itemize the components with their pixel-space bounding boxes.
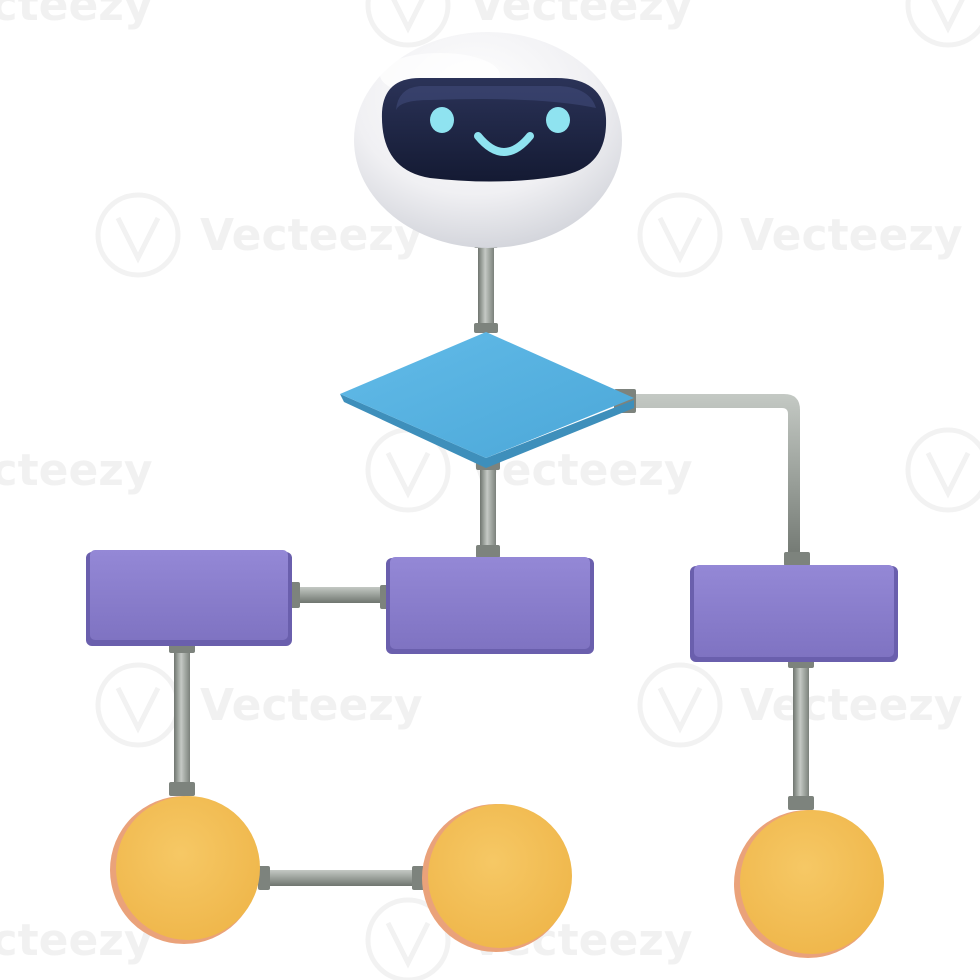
terminal-circle	[740, 810, 884, 954]
watermark-logo	[637, 192, 723, 278]
connector-robot-to-decision	[478, 240, 494, 332]
watermark-text: Vecteezy	[200, 680, 423, 731]
watermark-logo	[95, 192, 181, 278]
watermark-logo	[905, 0, 980, 48]
watermark-logo	[365, 0, 451, 48]
decision-diamond	[340, 332, 634, 458]
watermark-layer	[95, 0, 980, 980]
watermark-logo	[365, 897, 451, 980]
watermark-logo	[95, 662, 181, 748]
process-node-center	[386, 557, 594, 654]
process-box	[90, 550, 288, 640]
connector-cap	[788, 796, 814, 810]
connector-cap	[474, 323, 498, 333]
robot-smile	[474, 132, 534, 156]
process-node-right	[690, 565, 898, 662]
robot-head-icon	[354, 32, 622, 248]
robot-right-eye	[546, 107, 570, 133]
decision-diamond-side	[340, 394, 634, 468]
watermark-logo	[905, 427, 980, 513]
watermark-text: Vecteezy	[740, 210, 963, 261]
watermark-logo	[637, 662, 723, 748]
connector-terminal-left-to-center	[262, 870, 430, 886]
connector-layer	[169, 238, 814, 890]
watermark-text: Vecteezy	[0, 0, 153, 31]
connector-cap	[476, 545, 500, 558]
watermark-text: Vecteezy	[470, 0, 693, 31]
process-node-left	[86, 550, 292, 646]
terminal-node-left	[110, 796, 260, 944]
watermark-text: Vecteezy	[0, 445, 153, 496]
process-box	[390, 557, 590, 649]
connector-right-to-terminal	[793, 658, 809, 808]
connector-left-to-center	[292, 587, 390, 603]
process-box	[694, 565, 894, 657]
connector-left-to-terminal	[174, 642, 190, 794]
robot-visor-shine	[396, 86, 596, 110]
connector-decision-to-center	[480, 458, 496, 558]
terminal-node-right	[734, 810, 884, 958]
watermark-text: Vecteezy	[0, 915, 153, 966]
decision-node	[340, 332, 634, 468]
watermark-text: Vecteezy	[740, 680, 963, 731]
connector-cap	[258, 866, 270, 890]
terminal-circle	[116, 796, 260, 940]
connector-cap	[784, 552, 810, 566]
robot-visor	[381, 78, 607, 182]
robot-left-eye	[430, 107, 454, 133]
watermark-text: Vecteezy	[200, 210, 423, 261]
connector-cap	[169, 782, 195, 796]
terminal-circle	[428, 804, 572, 948]
terminal-node-center	[422, 804, 572, 952]
